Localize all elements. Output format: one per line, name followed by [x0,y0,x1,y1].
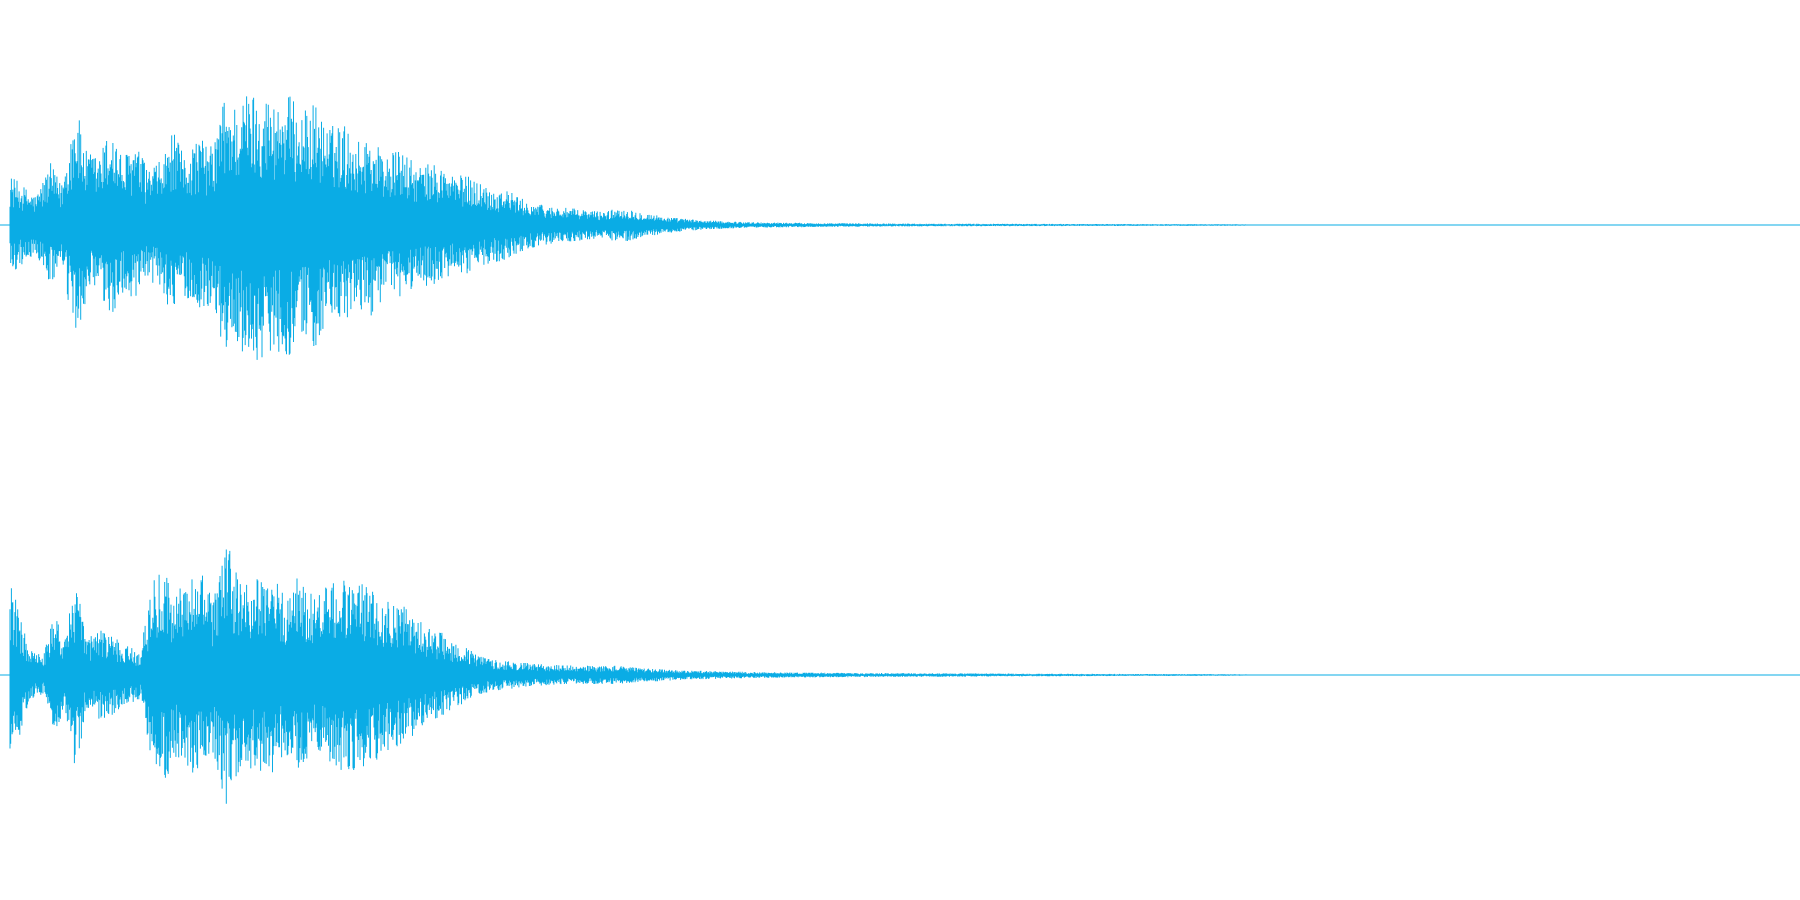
channel-2-svg [0,549,1800,804]
channel-1-svg [0,96,1800,360]
channel-1-waveform [0,96,1800,360]
channel-2-waveform [0,450,1800,900]
channel-1-samples [9,96,1249,360]
channel-2-samples [9,549,1248,804]
